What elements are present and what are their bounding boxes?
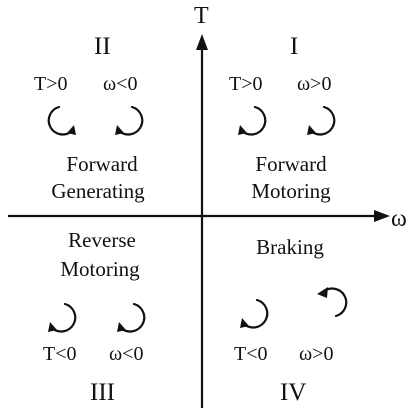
quadrant-2-mode-line-2: Generating <box>51 179 145 203</box>
quadrant-3-numeral: III <box>90 379 115 406</box>
horizontal-axis-arrowhead <box>374 210 390 222</box>
quadrant-3-speed-condition: ω<0 <box>109 343 143 365</box>
curved-rotation-arrow-icon <box>47 105 78 137</box>
quadrant-2: II T>0 ω<0 Forward Generating <box>34 33 145 203</box>
quadrant-3-mode-line-2: Motoring <box>60 257 140 281</box>
horizontal-axis-label: ω <box>391 206 407 232</box>
quadrant-4-speed-condition: ω>0 <box>299 343 333 365</box>
quadrant-4: Braking T<0 ω>0 IV <box>234 235 348 406</box>
quadrant-2-speed-condition: ω<0 <box>103 73 137 95</box>
quadrant-2-mode-line-1: Forward <box>66 152 138 176</box>
quadrant-1-numeral: I <box>290 33 298 60</box>
quadrant-1-torque-condition: T>0 <box>229 73 263 95</box>
curved-rotation-arrow-icon <box>305 105 336 137</box>
quadrant-2-numeral: II <box>94 33 111 60</box>
quadrant-4-torque-condition: T<0 <box>234 343 268 365</box>
quadrant-4-mode-line-1: Braking <box>256 235 324 259</box>
quadrant-1-speed-condition: ω>0 <box>297 73 331 95</box>
curved-rotation-arrow-icon <box>315 285 348 318</box>
curved-rotation-arrow-icon <box>115 302 146 334</box>
quadrant-3-mode-line-1: Reverse <box>68 228 136 252</box>
curved-rotation-arrow-icon <box>238 298 269 330</box>
quadrant-1: I T>0 ω>0 Forward Motoring <box>229 33 336 203</box>
curved-rotation-arrow-icon <box>236 105 267 137</box>
vertical-axis-label: T <box>194 3 209 29</box>
quadrant-4-numeral: IV <box>280 379 306 406</box>
quadrant-1-mode-line-2: Motoring <box>251 179 331 203</box>
curved-rotation-arrow-icon <box>46 302 77 334</box>
curved-rotation-arrow-icon <box>113 105 144 137</box>
quadrant-2-torque-condition: T>0 <box>34 73 68 95</box>
quadrant-3-torque-condition: T<0 <box>43 343 77 365</box>
quadrant-3: Reverse Motoring T<0 ω<0 III <box>43 228 146 406</box>
quadrant-1-mode-line-1: Forward <box>255 152 327 176</box>
vertical-axis-arrowhead <box>196 34 208 50</box>
